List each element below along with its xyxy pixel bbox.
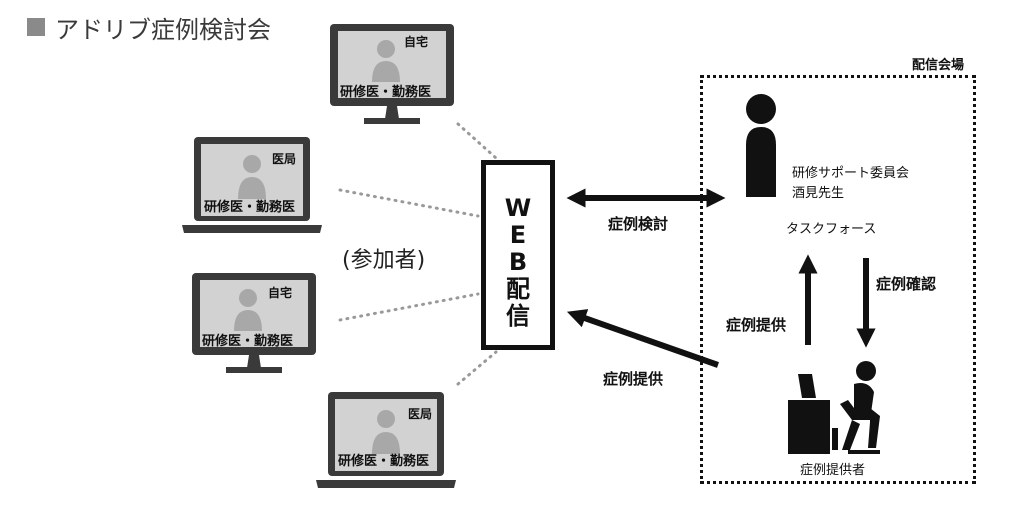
dotted-link-3	[338, 292, 480, 322]
device-laptop-office-2: 医局 研修医・勤務医	[316, 392, 456, 492]
device-laptop-office-1: 医局 研修医・勤務医	[182, 137, 322, 237]
dotted-link-1	[456, 122, 498, 160]
device-role-label: 研修医・勤務医	[202, 334, 294, 349]
page-title-text: アドリブ症例検討会	[55, 15, 271, 44]
device-role-label: 研修医・勤務医	[340, 85, 432, 100]
provide-up-arrow-label: 症例提供	[726, 316, 787, 334]
participants-label: (参加者)	[342, 248, 426, 273]
provide-left-arrow-label: 症例提供	[603, 370, 664, 388]
device-location-label: 自宅	[404, 35, 429, 49]
discussion-arrow-label: 症例検討	[608, 215, 669, 233]
device-role-label: 研修医・勤務医	[204, 200, 296, 215]
web-char-2: E	[509, 221, 527, 249]
dotted-link-4	[456, 350, 498, 386]
web-char-3: B	[508, 248, 528, 276]
title-square-icon	[27, 18, 45, 36]
venue-title: 配信会場	[912, 58, 965, 73]
web-char-4: 配	[506, 275, 530, 303]
person-label: 酒見先生	[792, 186, 845, 201]
standing-person-icon	[746, 94, 776, 197]
provide-left-arrow	[566, 309, 719, 368]
web-streaming-box: W E B 配 信	[481, 160, 555, 350]
provider-label: 症例提供者	[800, 463, 866, 478]
provider-at-desk-icon	[788, 361, 880, 454]
device-role-label: 研修医・勤務医	[338, 454, 430, 469]
device-monitor-home-2: 自宅 研修医・勤務医	[192, 273, 316, 375]
dotted-link-2	[338, 188, 480, 218]
device-location-label: 医局	[408, 407, 433, 421]
web-char-1: W	[504, 194, 532, 222]
confirm-down-arrow-label: 症例確認	[876, 275, 937, 293]
web-char-5: 信	[506, 302, 530, 330]
device-location-label: 自宅	[268, 286, 293, 300]
task-force-label: タスクフォース	[786, 222, 877, 237]
device-location-label: 医局	[272, 152, 297, 166]
committee-label: 研修サポート委員会	[792, 166, 910, 181]
device-monitor-home-1: 自宅 研修医・勤務医	[330, 24, 454, 126]
venue-dotted-box	[700, 75, 976, 484]
web-streaming-label: W E B 配 信	[486, 195, 550, 330]
page-title: アドリブ症例検討会	[27, 12, 271, 44]
